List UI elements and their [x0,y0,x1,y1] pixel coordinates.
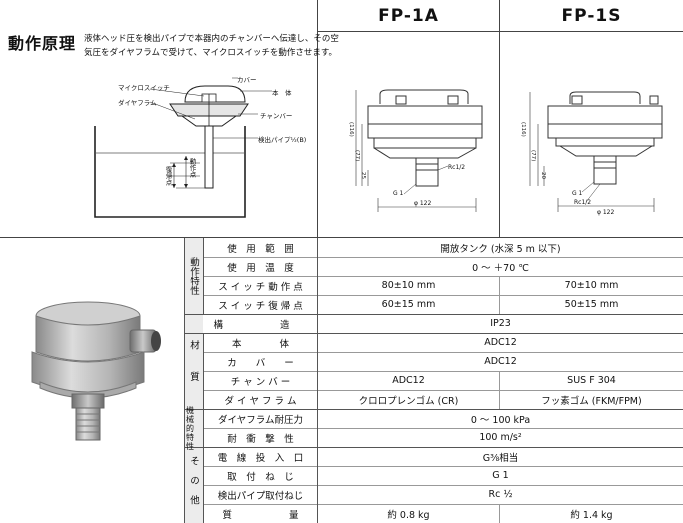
product-photo [31,301,161,441]
value-body: ADC12 [484,337,517,348]
row-sep-5 [184,333,683,334]
divider-v-left [317,0,318,237]
table-split-3 [499,504,500,523]
divider-v-mid [499,0,500,237]
row-label-diaphragm: ダ イ ヤ フ ラ ム [224,395,297,407]
fp1s-dim-dia: φ 122 [597,209,615,216]
shade-group-column [184,238,203,523]
value-pressure: 0 〜 100 kPa [470,414,531,426]
table-group-border [203,238,204,314]
fp1s-dim-20: 20 [540,172,546,179]
value-shock: 100 m/s² [479,432,522,443]
row-sep-12 [203,466,683,467]
label-operation-point: 動作点 [188,158,196,178]
value-cable-entry: G⅜相当 [482,452,519,464]
row-sep-4 [184,314,683,315]
table-split-2 [499,371,500,409]
row-sep-8 [203,390,683,391]
value-chamber-fp1s: SUS F 304 [567,375,616,386]
principle-diagram [94,77,272,218]
fp1a-dim-77: (77) [354,150,360,162]
divider-top-section [0,237,683,238]
value-structure: IP23 [490,318,511,329]
table-split-1 [499,276,500,314]
value-diaphragm-fp1s: フッ素ゴム (FKM/FPM) [541,395,642,407]
model-header-fp1s: FP-1S [561,5,622,26]
row-sep-11 [184,447,683,448]
row-sep-9 [184,409,683,410]
fp1a-dim-dia: φ 122 [414,200,432,207]
table-left-border [184,238,185,523]
drawing-fp1a [355,89,483,212]
label-body: 本 体 [272,89,292,97]
table-label-border [317,238,318,523]
row-label-cover: カ バ ー [227,357,294,369]
row-label-pressure: ダイヤフラム耐圧力 [218,414,303,426]
label-cover: カバー [237,76,257,84]
fp1s-dim-rc: Rc1/2 [574,199,592,206]
value-temp: 0 〜 ＋70 ℃ [472,262,529,274]
row-label-mount-thread: 取 付 ね じ [227,471,294,483]
principle-title: 動作原理 [8,34,77,53]
divider-header [317,31,683,32]
row-label-switch-on: ス イ ッ チ 動 作 点 [218,281,303,293]
fp1a-dim-116: (116) [348,122,354,137]
label-diaphragm: ダイヤフラム [118,99,157,107]
group-operation: 動作特性 [188,257,199,295]
row-label-mass: 質 量 [222,509,299,521]
row-sep-6 [203,352,683,353]
label-detection-pipe: 検出パイプ½(B) [258,136,307,144]
group-material: 材質 [188,339,199,403]
value-diaphragm-fp1a: クロロプレンゴム (CR) [358,395,459,407]
row-sep-10 [203,428,683,429]
label-microswitch: マイクロスイッチ [118,84,170,92]
value-mass-fp1a: 約 0.8 kg [387,509,430,521]
row-label-shock: 耐 衝 撃 性 [227,433,294,445]
value-switch-on-fp1s: 70±10 mm [564,280,619,291]
row-label-cable-entry: 電 線 投 入 口 [217,452,304,464]
row-sep-2 [203,276,683,277]
model-header-fp1a: FP-1A [378,5,439,26]
value-range: 開放タンク (水深 5 m 以下) [440,243,561,255]
row-sep-3 [203,295,683,296]
row-sep-14 [203,504,683,505]
value-cover: ADC12 [484,356,517,367]
row-label-body: 本 体 [231,338,289,350]
group-other: その他 [188,455,199,515]
row-sep-1 [203,257,683,258]
value-switch-off-fp1a: 60±15 mm [381,299,436,310]
row-label-range: 使 用 範 囲 [227,243,294,255]
principle-description: 液体ヘッド圧を検出パイプで本器内のチャンバーへ伝達し、その空気圧をダイヤフラムで… [84,34,339,58]
value-switch-on-fp1a: 80±10 mm [381,280,436,291]
row-sep-7 [203,371,683,372]
row-label-switch-off: ス イ ッ チ 復 帰 点 [218,300,303,312]
value-pipe-thread: Rc ½ [488,489,513,500]
value-mount-thread: G 1 [492,470,509,481]
value-chamber-fp1a: ADC12 [392,375,425,386]
row-label-chamber: チ ャ ン バ ー [230,376,291,388]
fp1a-dim-25: 25 [360,172,366,179]
table-group-border-2 [203,333,204,523]
fp1s-dim-116: (116) [520,122,526,137]
group-mechanical: 機械的特性 [186,405,194,451]
row-label-structure: 構 造 [213,319,290,331]
label-chamber: チャンバー [260,112,293,120]
label-return-point: 復帰点 [164,166,172,186]
fp1a-dim-rc: Rc1/2 [448,164,466,171]
fp1s-dim-77: (77) [530,150,536,162]
fp1s-dim-g: G 1 [572,190,583,197]
value-switch-off-fp1s: 50±15 mm [564,299,619,310]
row-label-temp: 使 用 温 度 [227,262,294,274]
drawing-fp1s [529,91,663,212]
row-sep-13 [203,485,683,486]
value-mass-fp1s: 約 1.4 kg [570,509,613,521]
row-label-pipe-thread: 検出パイプ取付ねじ [217,490,304,502]
fp1a-dim-g: G 1 [393,190,404,197]
